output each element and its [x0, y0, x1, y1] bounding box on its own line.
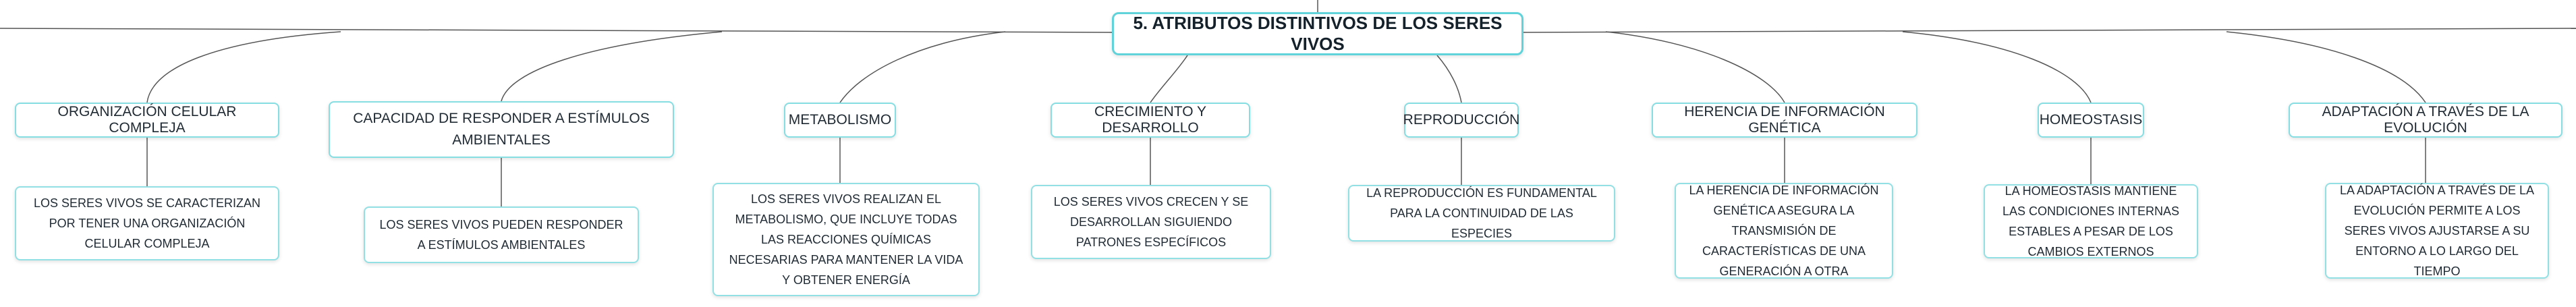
branch-connector-4 — [1150, 55, 1188, 103]
root-right-connector — [1523, 28, 2576, 33]
branch-connector-5 — [1436, 55, 1462, 103]
branch-connector-6 — [1605, 31, 1785, 103]
detail-text: LA ADAPTACIÓN A TRAVÉS DE LA EVOLUCIÓN P… — [2339, 184, 2535, 278]
topic-label: HOMEOSTASIS — [2039, 112, 2143, 128]
topic-node-metabolismo[interactable]: METABOLISMO — [784, 103, 896, 138]
topic-label: METABOLISMO — [788, 112, 892, 128]
branch-connector-2 — [501, 31, 723, 102]
detail-text: LA HOMEOSTASIS MANTIENE LAS CONDICIONES … — [2002, 184, 2180, 258]
topic-node-crecimiento[interactable]: CRECIMIENTO Y DESARROLLO — [1051, 103, 1250, 138]
detail-text: LA REPRODUCCIÓN ES FUNDAMENTAL PARA LA C… — [1366, 186, 1597, 240]
branch-connector-1 — [146, 31, 341, 103]
topic-label: ADAPTACIÓN A TRAVÉS DE LA EVOLUCIÓN — [2322, 104, 2529, 136]
detail-text: LOS SERES VIVOS SE CARACTERIZAN POR TENE… — [33, 196, 261, 250]
detail-node-adaptacion[interactable]: LA ADAPTACIÓN A TRAVÉS DE LA EVOLUCIÓN P… — [2325, 183, 2549, 279]
topic-label: CRECIMIENTO Y DESARROLLO — [1094, 104, 1207, 136]
topic-label: CAPACIDAD DE RESPONDER A ESTÍMULOS AMBIE… — [353, 111, 650, 148]
branch-connector-3 — [839, 31, 1006, 103]
topic-node-reproduccion[interactable]: REPRODUCCIÓN — [1403, 103, 1520, 138]
detail-text: LOS SERES VIVOS CRECEN Y SE DESARROLLAN … — [1053, 195, 1249, 249]
branch-connector-8 — [2226, 31, 2426, 103]
topic-node-organizacion[interactable]: ORGANIZACIÓN CELULAR COMPLEJA — [15, 103, 279, 138]
detail-text: LOS SERES VIVOS PUEDEN RESPONDER A ESTÍM… — [379, 218, 623, 252]
root-title: 5. ATRIBUTOS DISTINTIVOS DE LOS SERES VI… — [1133, 13, 1503, 54]
detail-node-herencia[interactable]: LA HERENCIA DE INFORMACIÓN GENÉTICA ASEG… — [1675, 183, 1893, 279]
topic-label: ORGANIZACIÓN CELULAR COMPLEJA — [57, 104, 237, 136]
detail-node-capacidad-responder[interactable]: LOS SERES VIVOS PUEDEN RESPONDER A ESTÍM… — [364, 206, 639, 263]
root-node[interactable]: 5. ATRIBUTOS DISTINTIVOS DE LOS SERES VI… — [1112, 12, 1523, 55]
topic-node-homeostasis[interactable]: HOMEOSTASIS — [2038, 103, 2144, 138]
detail-node-homeostasis[interactable]: LA HOMEOSTASIS MANTIENE LAS CONDICIONES … — [1984, 184, 2198, 258]
detail-text: LA HERENCIA DE INFORMACIÓN GENÉTICA ASEG… — [1689, 184, 1879, 278]
topic-node-herencia[interactable]: HERENCIA DE INFORMACIÓN GENÉTICA — [1652, 103, 1917, 138]
topic-node-capacidad-responder[interactable]: CAPACIDAD DE RESPONDER A ESTÍMULOS AMBIE… — [329, 101, 674, 158]
detail-text: LOS SERES VIVOS REALIZAN EL METABOLISMO,… — [729, 192, 963, 287]
topic-label: HERENCIA DE INFORMACIÓN GENÉTICA — [1684, 104, 1885, 136]
detail-node-crecimiento[interactable]: LOS SERES VIVOS CRECEN Y SE DESARROLLAN … — [1031, 185, 1271, 259]
detail-node-metabolismo[interactable]: LOS SERES VIVOS REALIZAN EL METABOLISMO,… — [712, 183, 980, 296]
detail-node-organizacion[interactable]: LOS SERES VIVOS SE CARACTERIZAN POR TENE… — [15, 186, 279, 260]
topic-label: REPRODUCCIÓN — [1403, 112, 1520, 128]
root-left-connector — [0, 28, 1113, 33]
detail-node-reproduccion[interactable]: LA REPRODUCCIÓN ES FUNDAMENTAL PARA LA C… — [1348, 185, 1615, 242]
branch-connector-7 — [1902, 31, 2092, 103]
topic-node-adaptacion[interactable]: ADAPTACIÓN A TRAVÉS DE LA EVOLUCIÓN — [2289, 103, 2563, 138]
